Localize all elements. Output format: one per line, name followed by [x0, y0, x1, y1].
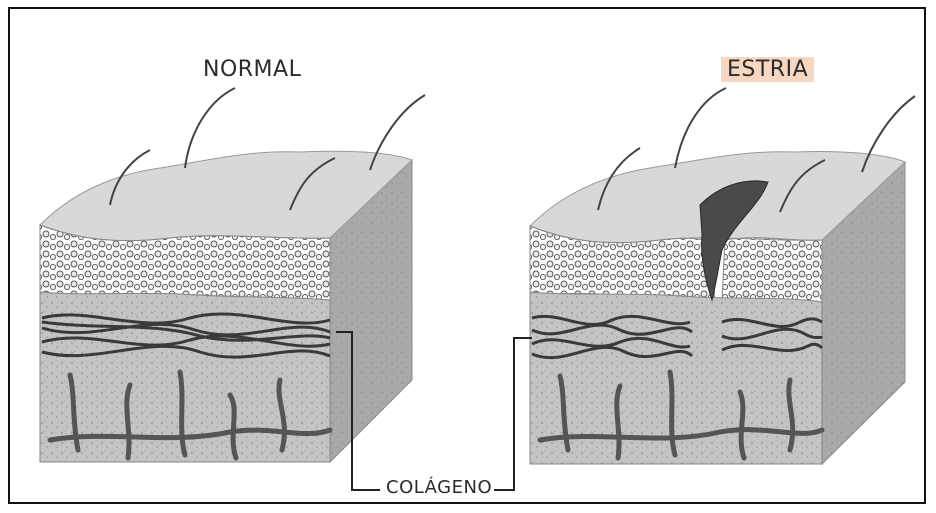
normal-label: NORMAL — [203, 57, 301, 82]
estria-label: ESTRIA — [721, 57, 814, 82]
normal-skin-block — [40, 88, 425, 462]
estria-skin-block — [530, 88, 915, 464]
colageno-label: COLÁGENO — [386, 477, 492, 498]
